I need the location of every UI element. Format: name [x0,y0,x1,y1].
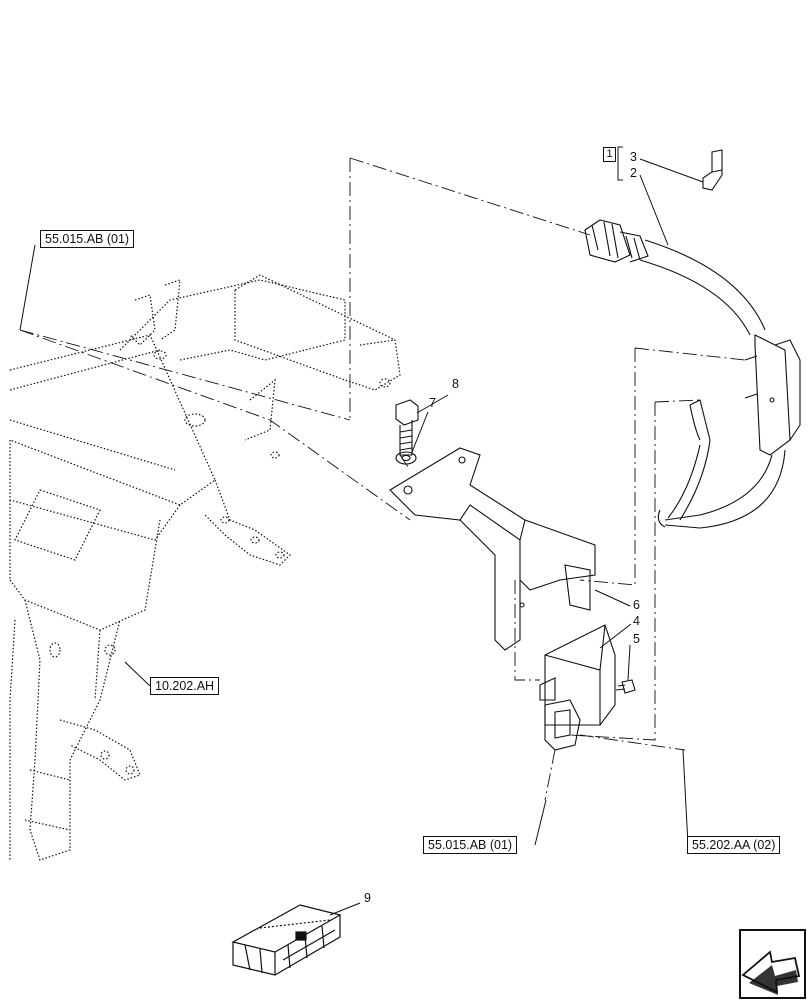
relay [539,624,616,751]
callout-4: 4 [633,614,640,628]
wire-harness [584,219,801,529]
washer [395,451,417,465]
phantom-lines [19,157,746,801]
callout-3: 3 [630,150,637,164]
parts-crate-icon [231,904,342,976]
mounting-bracket [389,447,596,651]
ref-label-bottom-right[interactable]: 55.202.AA (02) [687,836,781,854]
arrow-badge-icon [739,929,806,999]
ref-label-top-left[interactable]: 55.015.AB (01) [40,230,135,248]
callout-9: 9 [364,891,371,905]
callout-8: 8 [452,377,459,391]
chassis-frame [9,274,401,861]
callout-6: 6 [633,598,640,612]
small-terminal [702,149,723,191]
bolt [395,399,419,456]
group-marker: 1 [603,147,616,162]
callout-5: 5 [633,632,640,646]
leader-lines [19,146,704,916]
callout-2: 2 [630,166,637,180]
screw [615,679,636,694]
callout-7: 7 [429,396,436,410]
ref-label-bottom-mid[interactable]: 55.015.AB (01) [423,836,518,854]
ref-label-frame[interactable]: 10.202.AH [150,677,220,695]
